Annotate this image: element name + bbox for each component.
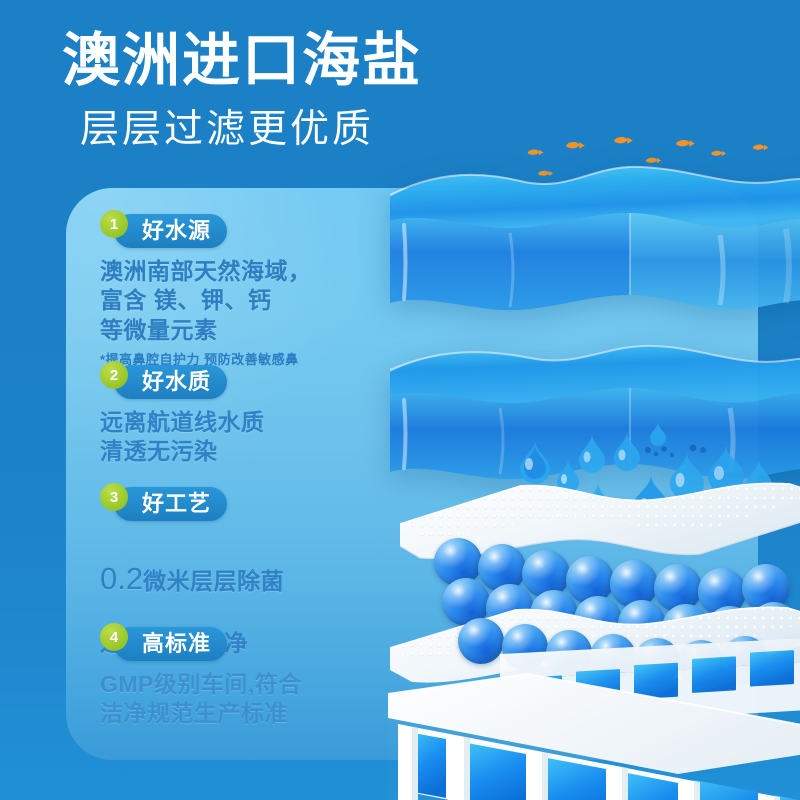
feature-number-badge: 4 <box>100 623 128 651</box>
header: 澳洲进口海盐 层层过滤更优质 <box>0 0 800 180</box>
feature-body: GMP级别车间,符合 洁净规范生产标准 <box>100 671 302 727</box>
page-subtitle: 层层过滤更优质 <box>80 108 375 151</box>
feature-note: *提高鼻腔自护力 预防改善敏感鼻 <box>100 352 299 368</box>
feature-body: 澳洲南部天然海域， 富含 镁、钾、钙 等微量元素 <box>100 258 312 343</box>
feature-number: 4 <box>109 628 119 646</box>
feature-pill: 好水源 <box>114 214 228 248</box>
feature-number-badge: 2 <box>100 361 128 389</box>
feature-metric-value: 0.2 <box>100 561 144 597</box>
feature-body: 远离航道线水质 清透无污染 <box>100 409 265 465</box>
page-title: 澳洲进口海盐 <box>62 28 423 93</box>
feature-item-1: 好水源 1 澳洲南部天然海域， 富含 镁、钾、钙 等微量元素 *提高鼻腔自护力 … <box>100 210 312 368</box>
feature-metric-unit: 微米层层除菌 <box>143 568 285 595</box>
feature-number: 1 <box>109 215 119 233</box>
feature-badge-row: 好工艺 3 <box>100 483 284 521</box>
feature-badge-row: 好水源 1 <box>100 210 312 248</box>
feature-item-2: 好水质 2 远离航道线水质 清透无污染 <box>100 361 265 467</box>
feature-pill: 高标准 <box>114 627 228 661</box>
feature-label: 好水源 <box>142 218 212 243</box>
feature-badge-row: 好水质 2 <box>100 361 265 399</box>
feature-item-4: 高标准 4 GMP级别车间,符合 洁净规范生产标准 <box>100 623 302 729</box>
feature-number-badge: 3 <box>100 483 128 511</box>
feature-number: 3 <box>109 488 119 506</box>
feature-label: 好水质 <box>142 369 212 394</box>
feature-pill: 好水质 <box>114 365 228 399</box>
feature-badge-row: 高标准 4 <box>100 623 302 661</box>
feature-label: 好工艺 <box>142 491 212 516</box>
feature-number: 2 <box>109 366 119 384</box>
feature-label: 高标准 <box>142 631 212 656</box>
feature-pill: 好工艺 <box>114 487 228 521</box>
feature-number-badge: 1 <box>100 210 128 238</box>
